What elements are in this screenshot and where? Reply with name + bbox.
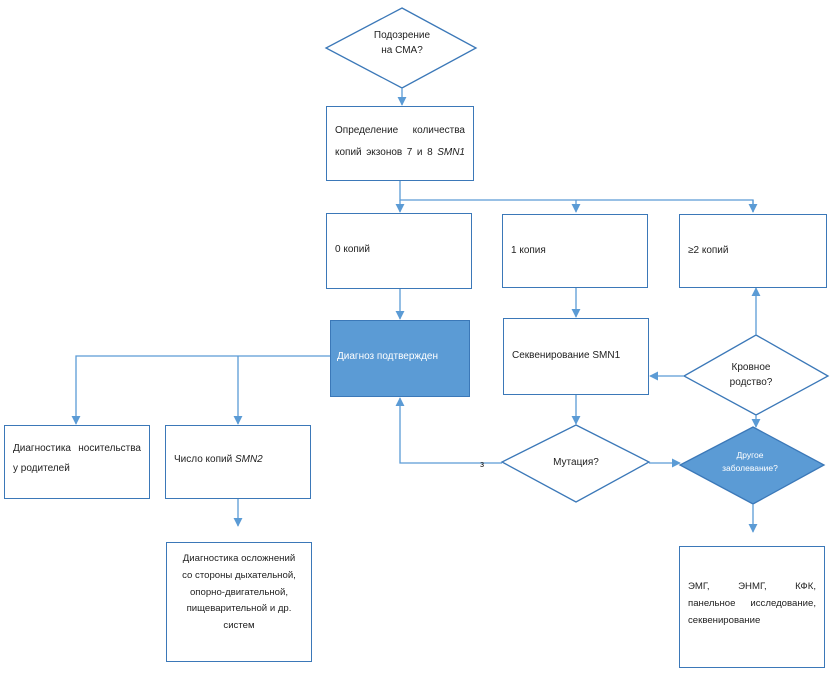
complications-line5: систем [223,620,255,632]
carrier-line1: Диагностика носительства [13,443,141,454]
zero-copies-label: 0 копий [335,244,370,255]
complications-line2: со стороны дыхательной, [182,569,296,581]
copy-count-line1: Определение количества [335,125,465,136]
complications-line3: опорно-двигательной, [189,586,289,598]
other-disease-line1: Другое [736,450,764,460]
diagnosis-confirmed-label: Диагноз подтвержден [337,351,439,362]
smn2-label: Число копий [174,454,235,465]
consanguinity-text: Кровное родство? [704,360,798,390]
consanguinity-line2: родство? [729,377,773,388]
mutation-text: Мутация? [526,455,626,470]
diagnosis-confirmed-box: Диагноз подтвержден [330,320,470,397]
zero-copies-box: 0 копий [326,213,472,289]
two-plus-copies-label: ≥2 копий [688,245,729,256]
complications-box: Диагностика осложнений со стороны дыхате… [166,542,312,662]
tests-line2: панельное исследование, [688,597,816,609]
consanguinity-line1: Кровное [731,362,771,373]
complications-line4: пищеварительной и др. [186,603,292,615]
smn2-gene: SMN2 [234,454,263,465]
mutation-label: Мутация? [553,457,599,468]
smn2-copies-box: Число копий SMN2 [165,425,311,499]
suspicion-line2: на СМА? [381,45,423,56]
tests-line3: секвенирование [688,614,761,626]
tests-box: ЭМГ, ЭНМГ, КФК, панельное исследование, … [679,546,825,668]
tests-line1: ЭМГ, ЭНМГ, КФК, [688,581,816,592]
two-plus-copies-box: ≥2 копий [679,214,827,288]
sequencing-box: Секвенирование SMN1 [503,318,649,395]
one-copy-label: 1 копия [511,245,546,256]
mutation-diamond [500,424,651,503]
carrier-line2: у родителей [13,462,70,474]
copy-count-box: Определение количества копий экзонов 7 и… [326,106,474,181]
other-disease-line2: заболевание? [722,462,778,473]
suspicion-line1: Подозрение [373,30,431,41]
mutation-yes-label: з [480,459,485,469]
complications-line1: Диагностика осложнений [182,553,296,564]
copy-count-line2: копий экзонов 7 и 8 SMN1 [335,146,465,158]
sequencing-label: Секвенирование SMN1 [512,350,621,361]
other-disease-text: Другое заболевание? [700,449,800,475]
carrier-diagnostics-box: Диагностика носительства у родителей [4,425,150,499]
suspicion-text: Подозрение на СМА? [348,28,456,58]
one-copy-box: 1 копия [502,214,648,288]
